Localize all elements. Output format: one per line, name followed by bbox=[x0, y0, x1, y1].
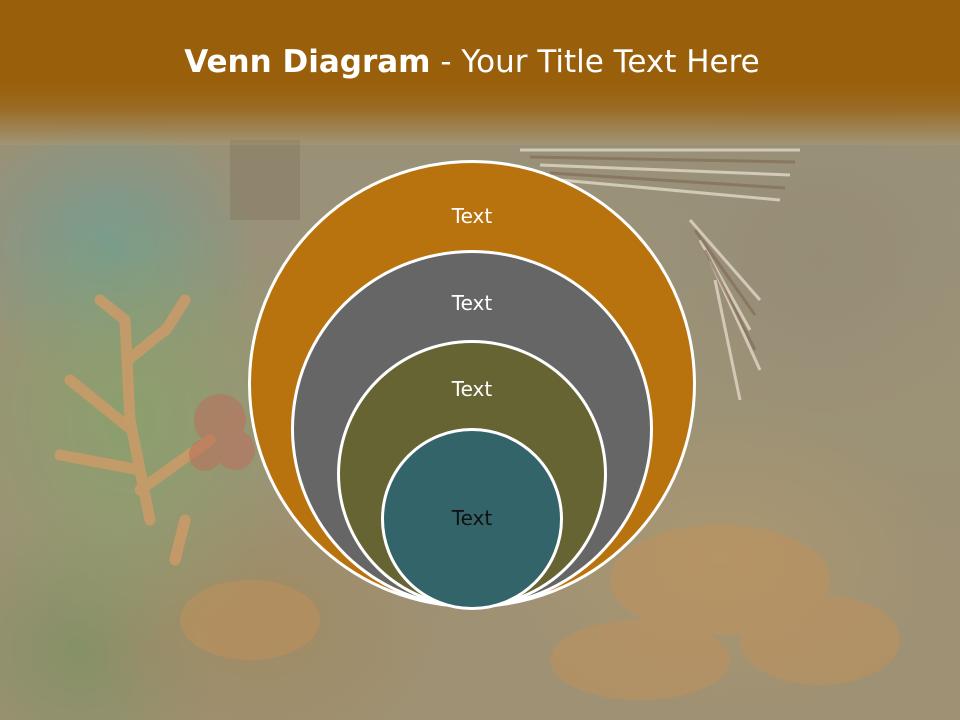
red-coral bbox=[189, 394, 255, 471]
lionfish-stripes bbox=[529, 155, 796, 351]
coral-cluster-bottom bbox=[180, 525, 900, 700]
coral-branch-left bbox=[54, 294, 216, 566]
venn-label-second[interactable]: Text bbox=[451, 291, 493, 315]
venn-label-third[interactable]: Text bbox=[451, 377, 493, 401]
venn-label-outer[interactable]: Text bbox=[451, 204, 493, 228]
slide-title-rest: - Your Title Text Here bbox=[430, 44, 760, 80]
venn-circle-inner[interactable] bbox=[381, 428, 563, 610]
venn-label-inner[interactable]: Text bbox=[451, 506, 493, 530]
slide-title-bold: Venn Diagram bbox=[184, 44, 431, 80]
dark-rock bbox=[230, 140, 300, 220]
title-bar bbox=[0, 0, 960, 145]
slide-title[interactable]: Venn Diagram - Your Title Text Here bbox=[0, 38, 944, 86]
